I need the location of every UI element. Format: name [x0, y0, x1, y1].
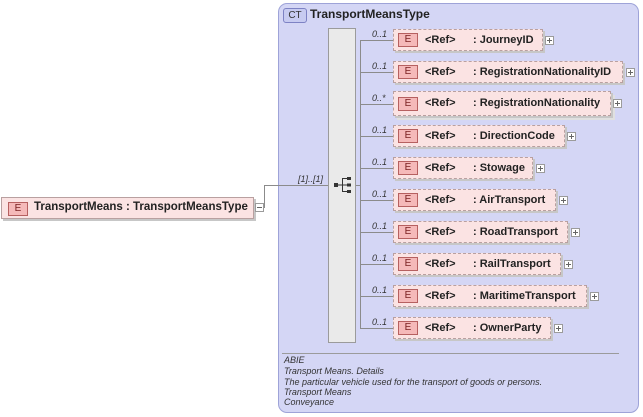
- expand-icon[interactable]: [571, 228, 580, 237]
- annotation-line: The particular vehicle used for the tran…: [284, 377, 543, 387]
- element-airtransport[interactable]: E <Ref> : AirTransport: [393, 189, 556, 211]
- cardinality-label: 0..1: [372, 61, 388, 71]
- element-railtransport[interactable]: E <Ref> : RailTransport: [393, 253, 561, 275]
- element-ref: <Ref>: [425, 322, 456, 334]
- cardinality-label: 0..1: [372, 253, 388, 263]
- element-ref: <Ref>: [425, 226, 456, 238]
- connector-line: [264, 185, 328, 186]
- element-badge: E: [398, 129, 418, 143]
- expand-icon[interactable]: [613, 99, 622, 108]
- element-badge: E: [398, 161, 418, 175]
- element-ref: <Ref>: [425, 66, 456, 78]
- cardinality-label: 0..1: [372, 125, 388, 135]
- element-name: : AirTransport: [473, 194, 546, 206]
- connector-line: [360, 168, 393, 169]
- expand-icon[interactable]: [567, 132, 576, 141]
- element-badge: E: [398, 97, 418, 111]
- cardinality-label: 0..1: [372, 189, 388, 199]
- element-badge: E: [398, 257, 418, 271]
- expand-icon[interactable]: [536, 164, 545, 173]
- element-name: : RegistrationNationalityID: [473, 66, 612, 78]
- element-ref: <Ref>: [425, 34, 456, 46]
- expand-icon[interactable]: [626, 68, 635, 77]
- expand-icon[interactable]: [545, 36, 554, 45]
- element-name: : JourneyID: [473, 34, 534, 46]
- cardinality-label: 0..*: [372, 93, 386, 103]
- element-name: : DirectionCode: [473, 130, 555, 142]
- element-badge: E: [398, 65, 418, 79]
- connector-line: [360, 264, 393, 265]
- element-stowage[interactable]: E <Ref> : Stowage: [393, 157, 533, 179]
- expand-icon[interactable]: [554, 324, 563, 333]
- element-directioncode[interactable]: E <Ref> : DirectionCode: [393, 125, 565, 147]
- element-badge: E: [398, 321, 418, 335]
- root-element[interactable]: E TransportMeans : TransportMeansType: [1, 197, 254, 219]
- annotation-line: Conveyance: [284, 397, 335, 407]
- element-ref: <Ref>: [425, 258, 456, 270]
- element-ref: <Ref>: [425, 290, 456, 302]
- connector-line: [360, 328, 393, 329]
- cardinality-label: 0..1: [372, 221, 388, 231]
- element-name: : RailTransport: [473, 258, 551, 270]
- root-element-label: TransportMeans : TransportMeansType: [34, 201, 248, 213]
- connector-line: [360, 200, 393, 201]
- element-badge: E: [398, 225, 418, 239]
- element-badge: E: [398, 193, 418, 207]
- sequence-icon: [334, 177, 351, 193]
- connector-line: [360, 136, 393, 137]
- expand-icon[interactable]: [590, 292, 599, 301]
- annotation-divider: [282, 353, 619, 354]
- element-ref: <Ref>: [425, 194, 456, 206]
- element-name: : MaritimeTransport: [473, 290, 576, 302]
- element-ref: <Ref>: [425, 130, 456, 142]
- complex-type-badge: CT: [283, 8, 307, 23]
- cardinality-label: 0..1: [372, 285, 388, 295]
- element-badge: E: [398, 33, 418, 47]
- element-name: : RegistrationNationality: [473, 97, 601, 109]
- element-name: : RoadTransport: [473, 226, 558, 238]
- expand-icon[interactable]: [559, 196, 568, 205]
- cardinality-label: 0..1: [372, 29, 388, 39]
- element-roadtransport[interactable]: E <Ref> : RoadTransport: [393, 221, 568, 243]
- connector-line: [264, 185, 265, 208]
- element-name: : OwnerParty: [473, 322, 542, 334]
- connector-line: [360, 296, 393, 297]
- connector-line: [360, 40, 361, 329]
- element-journeyid[interactable]: E <Ref> : JourneyID: [393, 29, 543, 51]
- element-badge: E: [8, 202, 28, 216]
- connector-line: [360, 104, 393, 105]
- cardinality-label: 0..1: [372, 157, 388, 167]
- element-name: : Stowage: [473, 162, 525, 174]
- element-ownerparty[interactable]: E <Ref> : OwnerParty: [393, 317, 551, 339]
- connector-line: [360, 232, 393, 233]
- collapse-icon[interactable]: [255, 203, 264, 212]
- element-ref: <Ref>: [425, 162, 456, 174]
- expand-icon[interactable]: [564, 260, 573, 269]
- element-maritimetransport[interactable]: E <Ref> : MaritimeTransport: [393, 285, 587, 307]
- element-ref: <Ref>: [425, 97, 456, 109]
- element-badge: E: [398, 289, 418, 303]
- root-cardinality: [1]..[1]: [298, 174, 324, 184]
- complex-type-title: TransportMeansType: [310, 7, 430, 21]
- annotation-line: ABIE: [284, 355, 305, 365]
- annotation-line: Transport Means: [284, 387, 352, 397]
- annotation-line: Transport Means. Details: [284, 366, 384, 376]
- connector-line: [360, 40, 393, 41]
- cardinality-label: 0..1: [372, 317, 388, 327]
- connector-line: [356, 185, 361, 186]
- connector-line: [360, 72, 393, 73]
- element-registrationnationality[interactable]: E <Ref> : RegistrationNationality: [393, 91, 611, 116]
- element-registrationnationalityid[interactable]: E <Ref> : RegistrationNationalityID: [393, 61, 623, 83]
